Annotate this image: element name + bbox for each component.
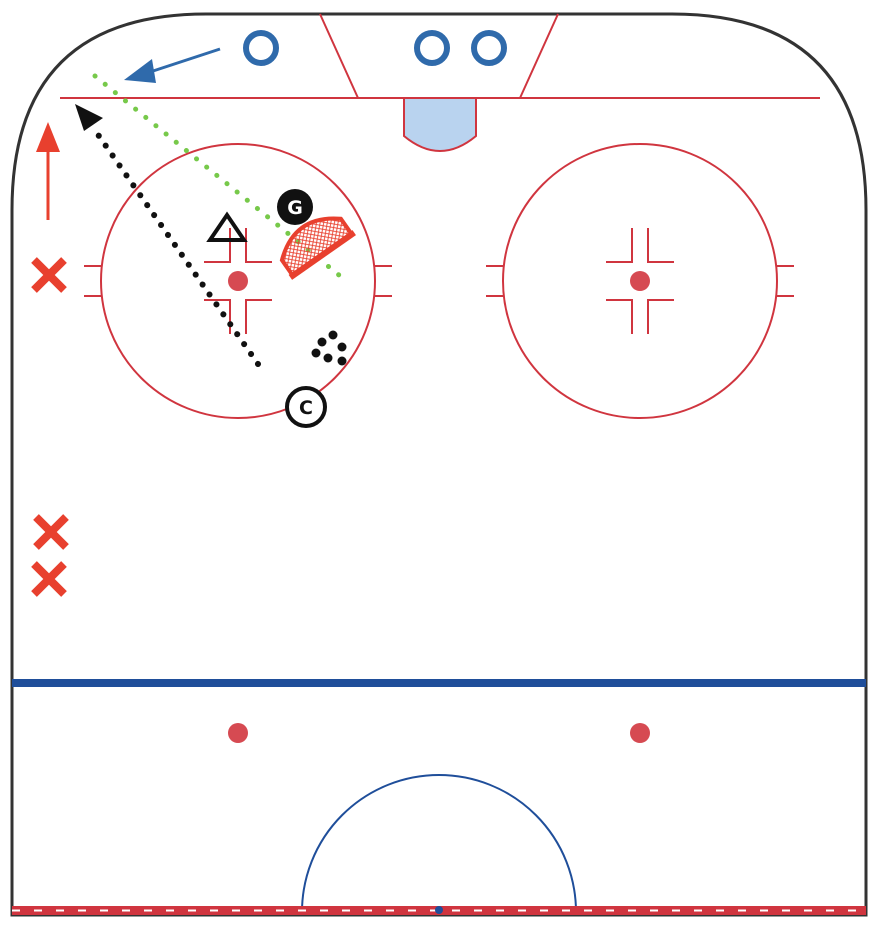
goalie-label: G xyxy=(287,197,303,219)
faceoff-dot xyxy=(228,271,248,291)
red-arrow xyxy=(36,122,60,220)
neutral-dot-left xyxy=(228,723,248,743)
x-cross-icon xyxy=(31,257,67,293)
pucks-icon xyxy=(311,330,347,366)
blue-arrow xyxy=(124,47,221,83)
coach-badge: C xyxy=(285,386,327,428)
center-circle xyxy=(301,774,577,913)
trapezoid-left xyxy=(319,13,359,99)
goalie-badge: G xyxy=(277,189,313,225)
x-cross-icon xyxy=(31,561,67,597)
blue-line xyxy=(12,679,866,687)
o-ring-icon xyxy=(414,30,450,66)
hockey-net-icon xyxy=(279,216,356,280)
triangle-cone-icon xyxy=(206,211,248,242)
right-faceoff-circle xyxy=(486,143,794,419)
neutral-dot-right xyxy=(630,723,650,743)
faceoff-dot xyxy=(630,271,650,291)
pass-path xyxy=(92,73,348,283)
skate-path xyxy=(75,104,261,367)
o-ring-icon xyxy=(471,30,507,66)
center-red-line xyxy=(12,906,866,915)
o-ring-icon xyxy=(243,30,279,66)
x-cross-icon xyxy=(33,514,69,550)
trapezoid-right xyxy=(519,13,559,99)
coach-label: C xyxy=(299,397,313,419)
goal-crease xyxy=(403,97,477,152)
